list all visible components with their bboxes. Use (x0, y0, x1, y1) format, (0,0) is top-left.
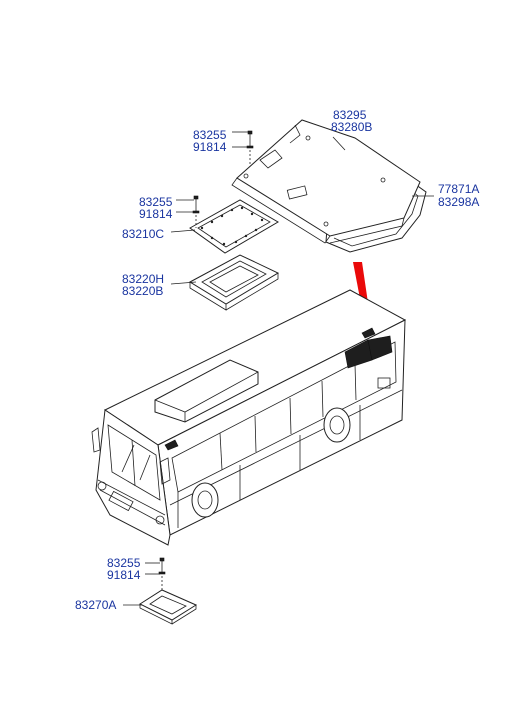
floor-hatch (138, 589, 198, 625)
label-trim-b: 83298A (438, 195, 479, 209)
label-roof-screw-top: 83255 (193, 128, 227, 142)
label-roof-panel-a: 83295 (333, 108, 367, 122)
label-hatch-cover: 83210C (122, 227, 164, 241)
hatch-cover-plate (189, 199, 279, 254)
label-hatch-frame-a: 83220H (122, 272, 164, 286)
leader-lines (123, 131, 434, 606)
label-floor-screw: 83255 (107, 556, 141, 570)
label-floor-washer: 91814 (107, 568, 141, 582)
label-trim-a: 77871A (438, 182, 479, 196)
label-hatch-screw: 83255 (139, 195, 173, 209)
roof-screw-top (246, 130, 254, 165)
label-hatch-washer: 91814 (139, 207, 173, 221)
bus-illustration (91, 289, 407, 546)
roof-headlining-panel (231, 119, 421, 244)
label-roof-washer-top: 91814 (193, 140, 227, 154)
hatch-screw (192, 195, 200, 228)
floor-screw (158, 557, 166, 592)
label-roof-panel-b: 83280B (331, 120, 372, 134)
hatch-frame (188, 254, 280, 311)
label-floor-hatch: 83270A (75, 598, 116, 612)
label-hatch-frame-b: 83220B (122, 284, 163, 298)
